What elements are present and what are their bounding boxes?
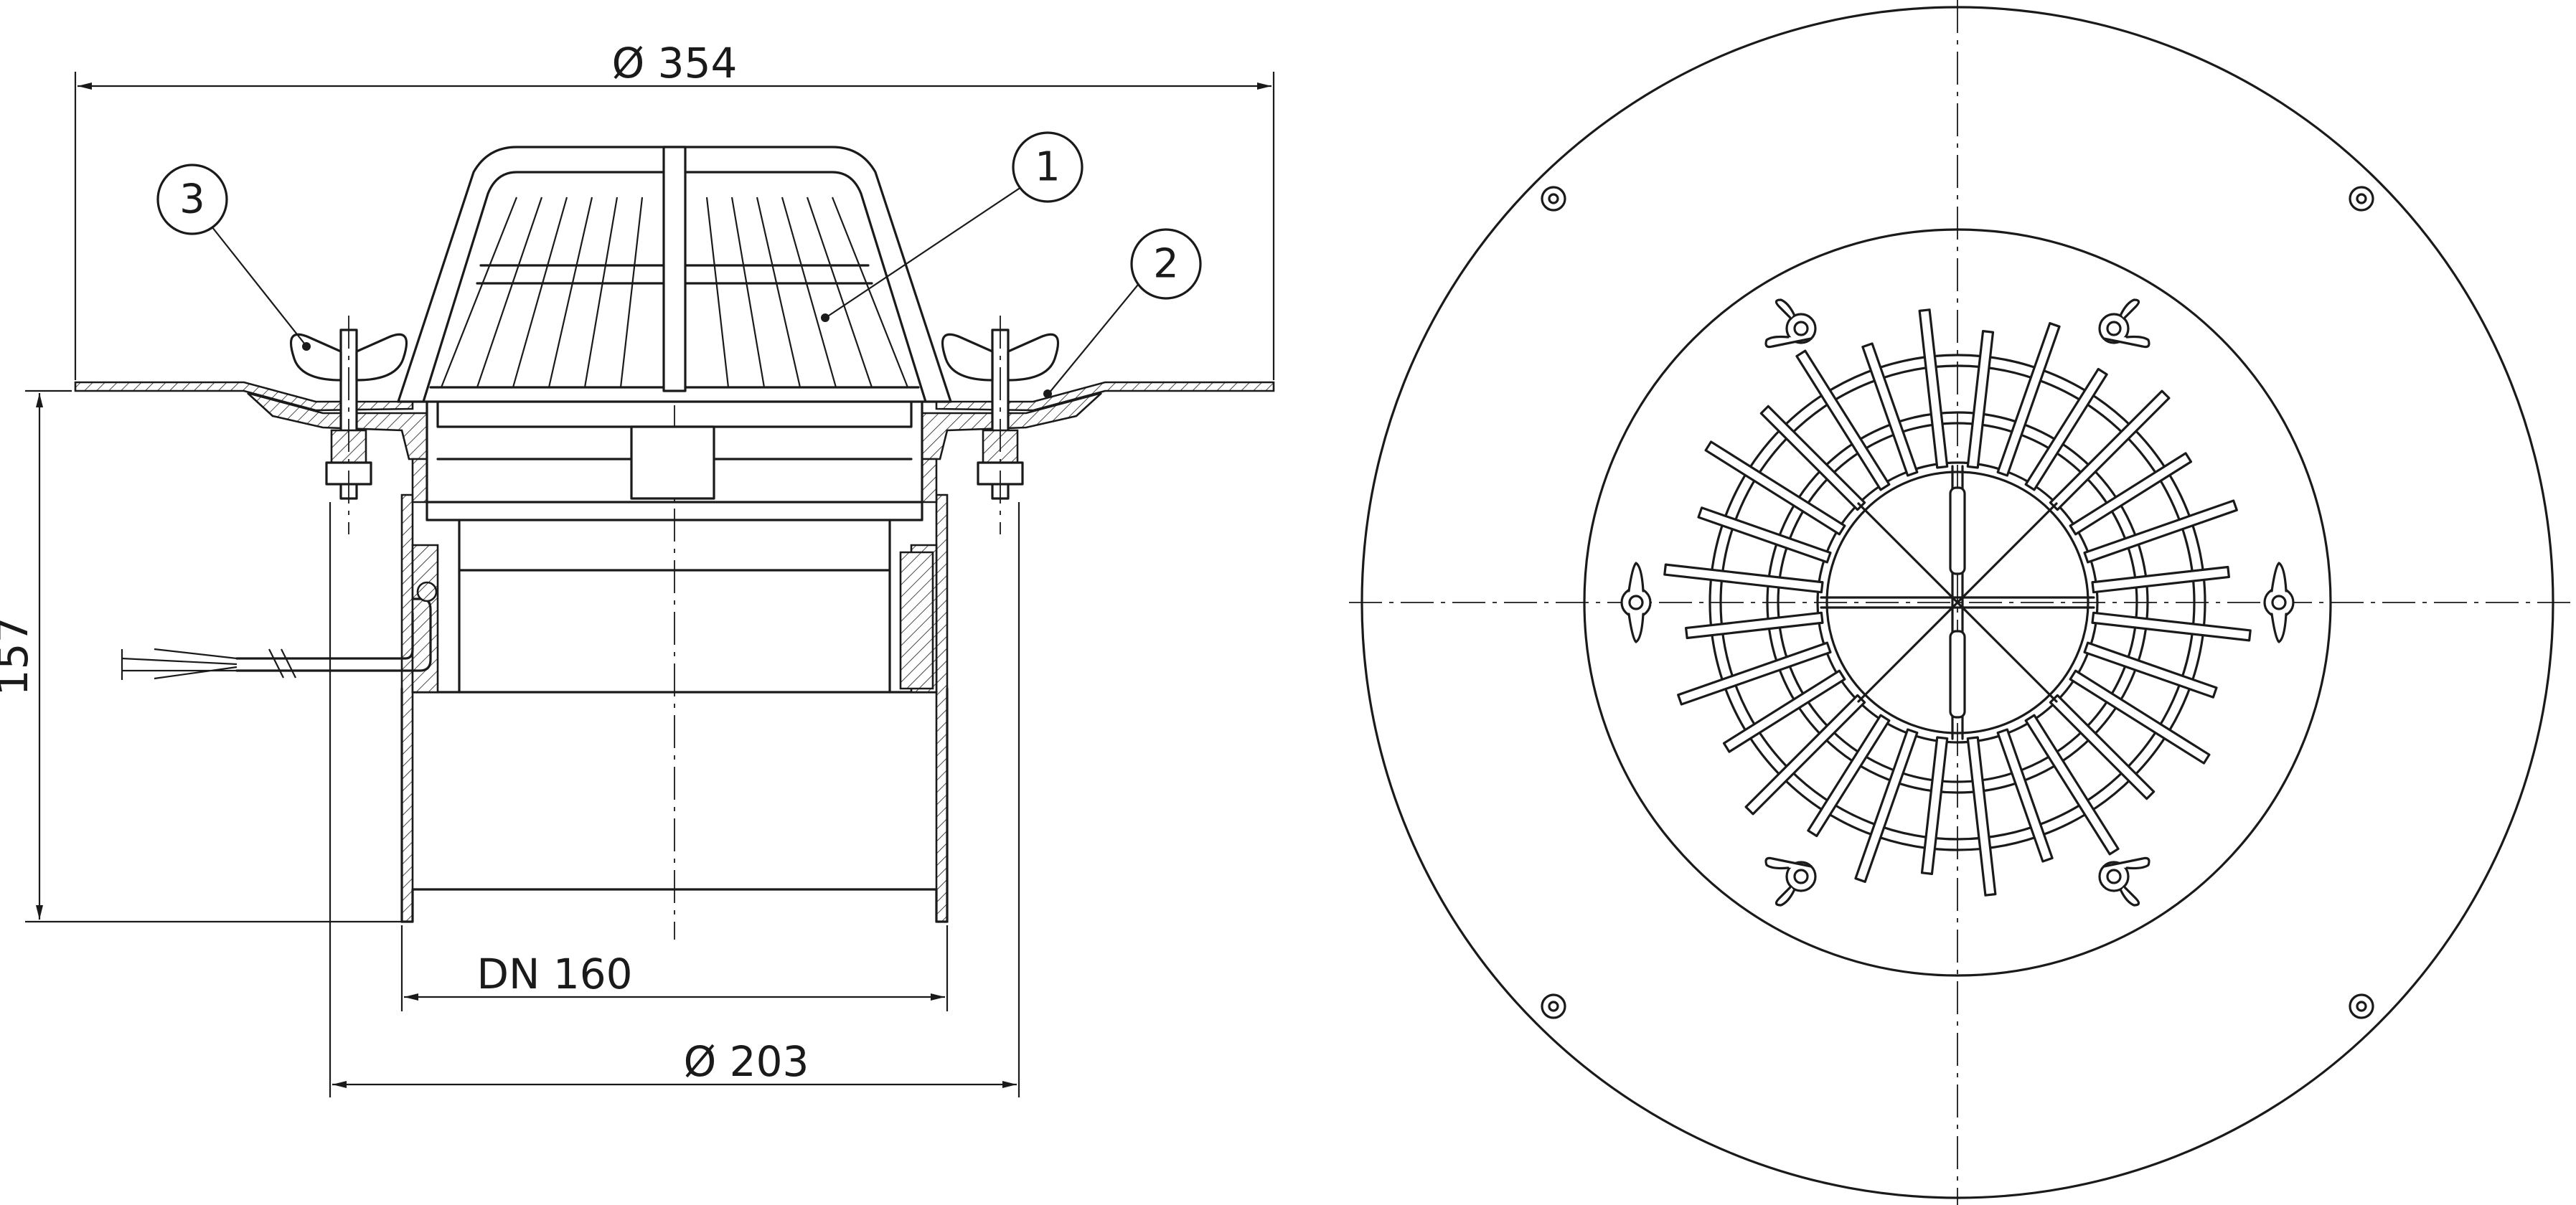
grating-rib [1861,342,1919,477]
svg-text:DN 160: DN 160 [476,950,632,998]
grating-rib [2091,565,2230,594]
top-plan-view [1349,0,2572,1205]
grating-rib [1996,728,2054,863]
dimension-top-diameter: Ø 354 [74,39,1275,380]
grating-rib [1996,322,2061,477]
dimension-bottom-diameter: Ø 203 [329,502,1020,1097]
grating-rib [1966,736,1997,897]
grating-rib [1966,330,1995,469]
svg-text:157: 157 [0,617,37,696]
grating-rib [1677,641,1832,706]
grating-plan [1663,308,2252,897]
svg-text:2: 2 [1153,241,1179,288]
grating-rib [1795,349,1891,491]
grating-rib [2091,611,2252,642]
heating-cable [121,581,438,680]
grating-rib [2049,694,2156,800]
grating-rib [1759,405,1866,511]
dimension-pipe: DN 160 [400,925,949,1011]
grating-rib [1697,506,1832,564]
grating-rib [2049,389,2171,511]
bolt-left [289,316,408,534]
grating-rib [1918,308,1949,469]
insulation-ring [899,551,934,690]
grating-rib [1807,714,1891,838]
grating-rib [2024,714,2120,856]
body-wall-right [935,493,949,923]
svg-text:Ø 354: Ø 354 [612,39,738,88]
grating-rib [1920,736,1949,875]
body-step-left [411,458,428,504]
grating-rib [2083,499,2238,564]
clamp-ring-circle [1583,228,2332,977]
grating-rib [1854,728,1919,883]
dimension-height: 157 [0,389,402,923]
grating-rib [1744,694,1866,816]
flange-sheet-right [935,381,1275,412]
svg-text:3: 3 [179,176,205,223]
flange-sheet [74,381,414,412]
svg-text:1: 1 [1035,144,1061,191]
outer-flange-circle [1360,6,2554,1199]
grating-rib [1685,611,1824,640]
grating-rib [2083,641,2218,699]
grating-rib [2024,367,2108,491]
body-step-right [921,458,938,504]
grating-rib [2069,452,2193,536]
grating-ribs [440,197,909,388]
wing-nuts [1620,298,2295,907]
callout-2: 2 [1043,228,1202,398]
grating-rib [1663,563,1824,594]
side-section-view: 1 2 3 Ø 354 157 [0,39,1275,1097]
bolt-right [941,316,1060,534]
grating-rib [1722,669,1846,753]
radial-ribs [1663,308,2252,897]
callout-1: 1 [821,131,1083,322]
flange-screws [1541,186,2374,1019]
grating-rib [1704,440,1846,536]
svg-text:Ø 203: Ø 203 [684,1037,809,1086]
callout-3: 3 [156,164,311,351]
body-wall-left [400,493,414,923]
grating-rib [2069,669,2211,765]
